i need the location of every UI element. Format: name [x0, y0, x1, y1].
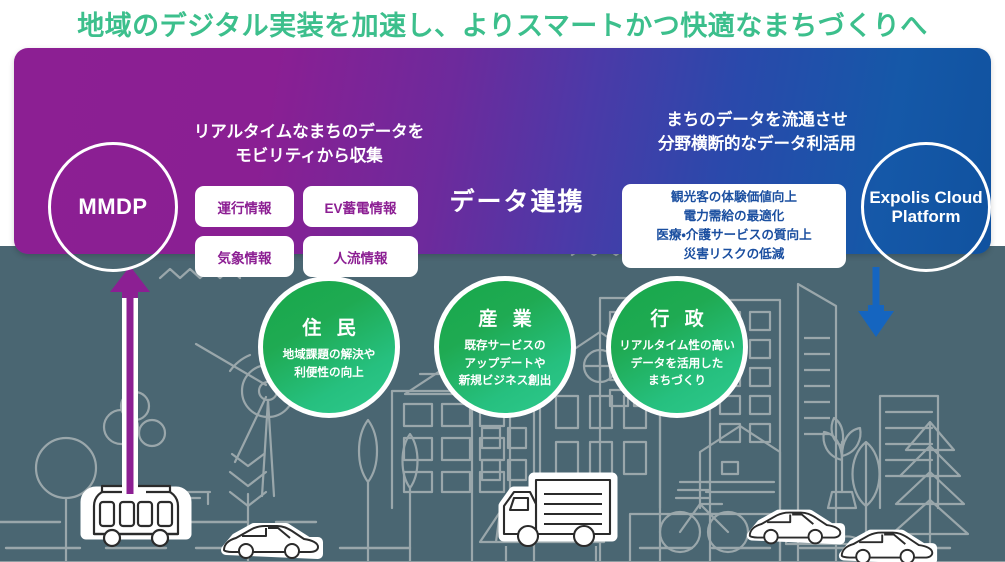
data-platform-banner: MMDP リアルタイムなまちのデータを モビリティから収集 運行情報 EV蓄電情…: [14, 48, 991, 277]
stakeholder-body: 既存サービスの アップデートや 新規ビジネス創出: [458, 339, 552, 388]
sedan-car-icon: [838, 529, 938, 562]
autonomous-shuttle-bus-icon: [80, 484, 192, 548]
stakeholder-heading: 産 業: [478, 309, 537, 331]
data-source-pill-list: 運行情報 EV蓄電情報 気象情報 人流情報: [195, 186, 427, 277]
stakeholder-circle-residents[interactable]: 住 民 地域課題の解決や 利便性の向上: [258, 276, 400, 418]
arrow-down-blue-icon: [858, 267, 894, 337]
arrow-up-purple-icon: [110, 266, 150, 497]
outcomes-box: 観光客の体験価値向上 電力需給の最適化 医療・介護サービスの質向上 災害リスクの…: [622, 184, 846, 268]
data-source-pill-weather[interactable]: 気象情報: [195, 236, 294, 277]
page-title: 地域のデジタル実装を加速し、よりスマートかつ快適なまちづくりへ: [77, 10, 928, 41]
sedan-car-icon: [746, 509, 846, 545]
stakeholder-circle-government[interactable]: 行 政 リアルタイム性の高い データを活用した まちづくり: [606, 276, 748, 418]
stakeholder-heading: 住 民: [302, 318, 361, 340]
data-linkage-label: データ連携: [449, 188, 585, 216]
expolis-cloud-platform-node[interactable]: Expolis Cloud Platform: [861, 142, 991, 272]
delivery-truck-icon: [498, 472, 618, 548]
data-source-pill-operation[interactable]: 運行情報: [195, 186, 294, 227]
stakeholder-heading: 行 政: [650, 309, 709, 331]
sedan-car-icon: [221, 523, 323, 559]
stakeholder-body: 地域課題の解決や 利便性の向上: [282, 348, 376, 379]
stakeholder-body: リアルタイム性の高い データを活用した まちづくり: [619, 339, 735, 388]
mmdp-node[interactable]: MMDP: [48, 142, 178, 272]
left-caption: リアルタイムなまちのデータを モビリティから収集: [193, 123, 425, 166]
data-source-pill-ev-storage[interactable]: EV蓄電情報: [303, 186, 418, 227]
right-caption: まちのデータを流通させ 分野横断的なデータ利活用: [658, 111, 856, 154]
stakeholder-circle-industry[interactable]: 産 業 既存サービスの アップデートや 新規ビジネス創出: [434, 276, 576, 418]
data-source-pill-people-flow[interactable]: 人流情報: [303, 236, 418, 277]
